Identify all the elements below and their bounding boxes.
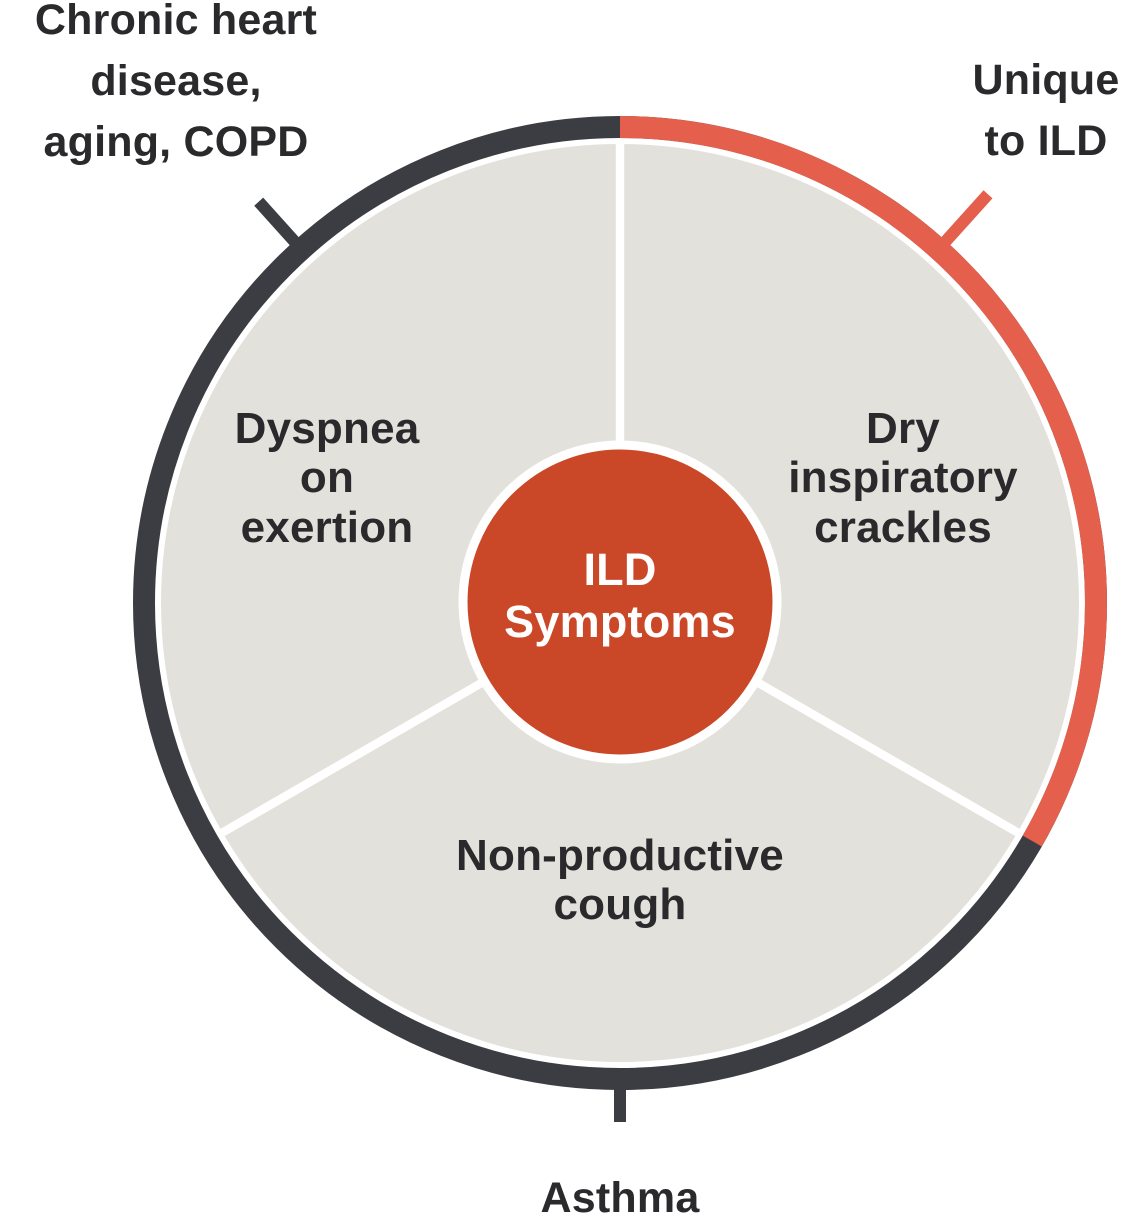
callout-label-unique-to-ild: Unique to ILD [972, 56, 1120, 166]
callout-label-asthma: Asthma [540, 1174, 700, 1222]
chronic-callout-tick [254, 197, 302, 249]
unique-callout-tick [938, 190, 993, 249]
segment-label-cough: Non-productive cough [456, 831, 784, 930]
callout-label-chronic: Chronic heart disease, aging, COPD [34, 0, 318, 167]
segment-label-crackles: Dry inspiratory crackles [788, 404, 1018, 552]
segment-label-dyspnea: Dyspnea on exertion [234, 404, 420, 552]
outer-ring-highlight-arc [619, 116, 1107, 847]
center-circle [458, 440, 782, 764]
center-label: ILD Symptoms [504, 544, 736, 648]
callout-ticks [254, 190, 993, 1122]
